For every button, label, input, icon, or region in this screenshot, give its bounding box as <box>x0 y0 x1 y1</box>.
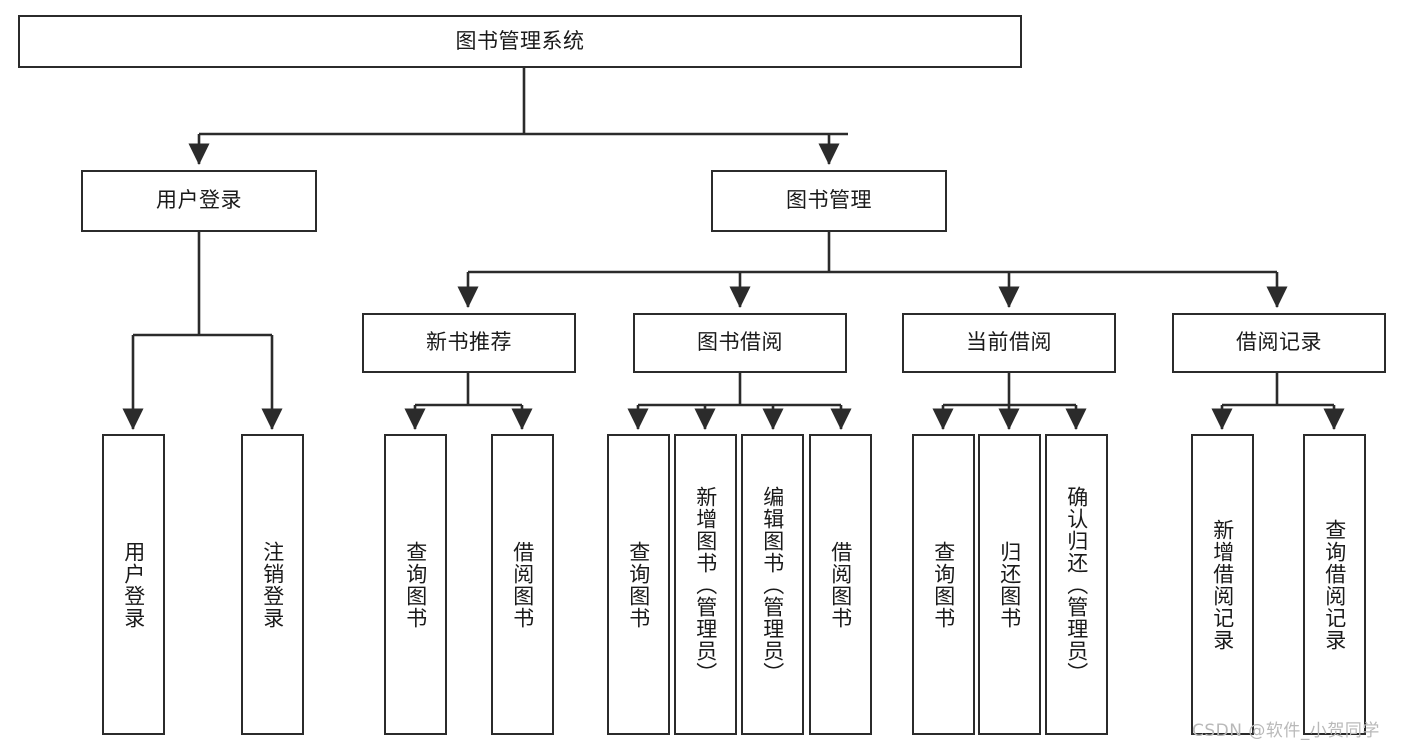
leaf-record-add-record[interactable]: 新增借阅记录 <box>1191 434 1254 735</box>
leaf-newbook-query-book[interactable]: 查询图书 <box>384 434 447 735</box>
node-label: 注销登录 <box>260 540 285 629</box>
leaf-borrow-add-book[interactable]: 新增图书（管理员） <box>674 434 737 735</box>
leaf-newbook-borrow-book[interactable]: 借阅图书 <box>491 434 554 735</box>
node-label: 图书管理 <box>786 188 872 213</box>
node-book-borrow[interactable]: 图书借阅 <box>633 313 847 373</box>
node-label: 借阅图书 <box>828 540 853 629</box>
leaf-record-query-record[interactable]: 查询借阅记录 <box>1303 434 1366 735</box>
node-label: 查询图书 <box>626 540 651 629</box>
node-label: 新书推荐 <box>426 330 512 355</box>
node-user-login[interactable]: 用户登录 <box>81 170 317 232</box>
node-label: 查询图书 <box>403 540 428 629</box>
node-label: 当前借阅 <box>966 330 1052 355</box>
node-label: 编辑图书（管理员） <box>760 485 785 684</box>
node-label: 用户登录 <box>156 188 242 213</box>
leaf-user-login[interactable]: 用户登录 <box>102 434 165 735</box>
leaf-current-confirm-return[interactable]: 确认归还（管理员） <box>1045 434 1108 735</box>
leaf-logout[interactable]: 注销登录 <box>241 434 304 735</box>
node-label: 查询借阅记录 <box>1322 518 1347 651</box>
node-label: 图书借阅 <box>697 330 783 355</box>
node-label: 借阅记录 <box>1236 330 1322 355</box>
node-label: 借阅图书 <box>510 540 535 629</box>
node-label: 查询图书 <box>931 540 956 629</box>
node-book-management[interactable]: 图书管理 <box>711 170 947 232</box>
node-label: 图书管理系统 <box>455 28 585 53</box>
leaf-current-query-book[interactable]: 查询图书 <box>912 434 975 735</box>
node-new-book-recommend[interactable]: 新书推荐 <box>362 313 576 373</box>
node-label: 归还图书 <box>997 540 1022 629</box>
leaf-current-return-book[interactable]: 归还图书 <box>978 434 1041 735</box>
leaf-borrow-edit-book[interactable]: 编辑图书（管理员） <box>741 434 804 735</box>
csdn-watermark: CSDN @软件_小贺同学 <box>1192 721 1380 741</box>
node-root-book-management-system[interactable]: 图书管理系统 <box>18 15 1022 68</box>
leaf-borrow-borrow-book[interactable]: 借阅图书 <box>809 434 872 735</box>
node-label: 确认归还（管理员） <box>1064 485 1089 684</box>
node-label: 新增借阅记录 <box>1210 518 1235 651</box>
node-label: 新增图书（管理员） <box>693 485 718 684</box>
node-borrow-record[interactable]: 借阅记录 <box>1172 313 1386 373</box>
node-current-borrow[interactable]: 当前借阅 <box>902 313 1116 373</box>
leaf-borrow-query-book[interactable]: 查询图书 <box>607 434 670 735</box>
node-label: 用户登录 <box>121 540 146 629</box>
